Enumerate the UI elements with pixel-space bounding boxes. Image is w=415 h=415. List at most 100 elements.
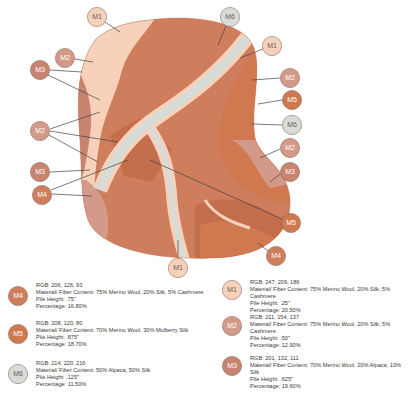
legend-item: M4 [8, 286, 28, 306]
leader-line [105, 22, 120, 32]
leader-line [258, 243, 268, 251]
rug-outline [78, 18, 290, 258]
callout-circle: M4 [32, 185, 52, 205]
material-spec-line: Percentage: 18.70% [36, 341, 208, 348]
rug-fill [60, 0, 310, 280]
callout-circle: M5 [281, 213, 301, 233]
callout-circle-outline [55, 48, 74, 67]
callout-number: M5 [281, 213, 301, 233]
callout-circle: M5 [282, 90, 302, 110]
legend-text: M2 [222, 316, 242, 336]
material-spec-line: Pile Height: .75" [36, 296, 208, 303]
callout-circle-outline [30, 162, 49, 181]
leader-line [150, 160, 282, 219]
callout-circle: M2 [30, 121, 50, 141]
material-spec-line: Pile Height: .625" [250, 376, 408, 383]
material-spec-line: Pile Height: .50" [250, 335, 408, 342]
legend-swatch [8, 324, 27, 343]
material-spec-line: Pile Height: .875" [36, 334, 208, 341]
callout-circle: M3 [30, 162, 50, 182]
callout-circle-outline [280, 68, 299, 87]
material-spec-line: RGB: 208, 120, 80 [36, 320, 208, 327]
legend-text: M3 [222, 356, 242, 376]
callout-circle-outline [87, 7, 106, 26]
callout-number: M6 [282, 115, 302, 135]
material-spec-line: Material/ Fiber Content: 75% Merino Wool… [250, 321, 408, 335]
callout-number: M4 [32, 185, 52, 205]
leader-line [50, 112, 100, 129]
legend-text: M4 [8, 286, 28, 306]
material-spec-line: Percentage: 11.50% [36, 381, 208, 388]
callout-circle-outline [280, 138, 299, 157]
legend-swatch [222, 356, 241, 375]
material-spec-line: Material/ Fiber Content: 50% Alpaca, 50%… [36, 367, 208, 374]
material-spec-block: RGB: 247, 209, 186Material/ Fiber Conten… [250, 279, 408, 314]
leader-line [49, 135, 98, 162]
callout-circle: M3 [30, 60, 50, 80]
legend-swatch [8, 364, 27, 383]
leader-line [270, 174, 280, 182]
rug-river [100, 22, 258, 190]
callout-number: M4 [266, 246, 286, 266]
material-spec-block: RGB: 214, 220, 216Material/ Fiber Conten… [36, 360, 208, 388]
material-spec-block: RGB: 211, 154, 137Material/ Fiber Conten… [250, 314, 408, 349]
callout-number: M1 [168, 258, 188, 278]
callout-circle: M4 [266, 246, 286, 266]
callout-number: M2 [280, 138, 300, 158]
callout-circle-outline [281, 213, 300, 232]
leader-line [258, 100, 282, 104]
material-spec-line: Material/ Fiber Content: 70% Merino Wool… [250, 362, 408, 376]
material-spec-line: Pile Height: .25" [250, 300, 408, 307]
callout-circle-outline [282, 90, 301, 109]
legend-text: M1 [222, 280, 242, 300]
leader-line [50, 131, 118, 142]
material-spec-line: Material/ Fiber Content: 75% Merino Wool… [250, 286, 408, 300]
legend-text: M5 [8, 324, 28, 344]
material-spec-line: Pile Height: .125" [36, 374, 208, 381]
material-spec-line: Material/ Fiber Content: 70% Merino Wool… [36, 327, 208, 334]
leader-line [48, 75, 100, 100]
callout-circle-outline [266, 246, 285, 265]
callout-number: M3 [30, 60, 50, 80]
leader-line [50, 70, 82, 72]
callout-circle-outline [32, 185, 51, 204]
callout-number: M3 [280, 162, 300, 182]
leader-line [252, 78, 280, 80]
material-spec-line: Percentage: 19.60% [250, 383, 408, 390]
legend-item: M1 [222, 280, 242, 300]
callout-number: M3 [30, 162, 50, 182]
rug-river [150, 128, 185, 262]
callout-circle: M1 [87, 7, 107, 27]
leader-line [260, 149, 280, 158]
rug-patch [70, 180, 108, 262]
callout-circle: M2 [280, 138, 300, 158]
leader-line [178, 240, 179, 258]
legend-item: M5 [8, 324, 28, 344]
leader-line [51, 160, 128, 190]
callout-number: M1 [87, 7, 107, 27]
callout-number: M1 [262, 36, 282, 56]
callout-number: M5 [282, 90, 302, 110]
callout-circle: M2 [280, 68, 300, 88]
callout-circle-outline [280, 162, 299, 181]
callout-number: M2 [55, 48, 75, 68]
leader-line [75, 59, 93, 62]
material-spec-block: RGB: 201, 132, 111Material/ Fiber Conten… [250, 355, 408, 390]
callout-circle-outline [262, 36, 281, 55]
callout-circle: M6 [220, 7, 240, 27]
callout-circle: M1 [168, 258, 188, 278]
rug-band [100, 22, 258, 190]
callout-circle-outline [30, 60, 49, 79]
leader-line [218, 26, 226, 45]
material-spec-block: RGB: 208, 120, 80Material/ Fiber Content… [36, 320, 208, 348]
material-spec-line: RGB: 247, 209, 186 [250, 279, 408, 286]
material-spec-line: RGB: 211, 154, 137 [250, 314, 408, 321]
leader-line [52, 194, 92, 196]
legend-swatch [222, 280, 241, 299]
callout-circle-outline [282, 115, 301, 134]
rug-base [60, 0, 310, 280]
material-spec-line: Percentage: 12.90% [250, 342, 408, 349]
legend-item: M6 [8, 364, 28, 384]
legend-swatch [222, 316, 241, 335]
material-spec-line: RGB: 214, 220, 216 [36, 360, 208, 367]
